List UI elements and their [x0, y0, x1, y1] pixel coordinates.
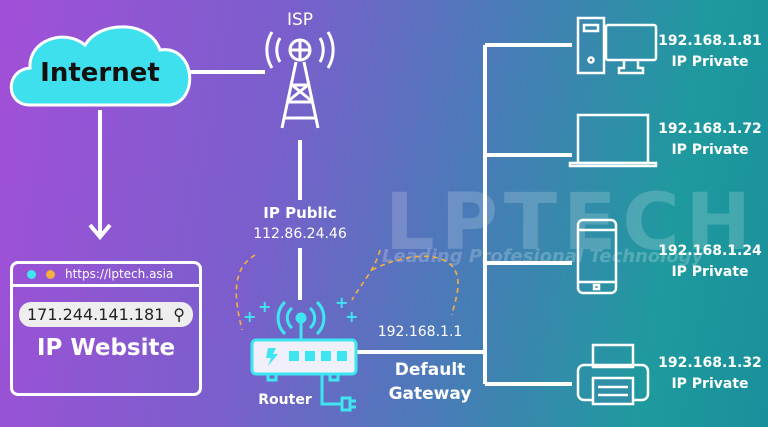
device-desktop: 192.168.1.81 IP Private: [655, 31, 765, 73]
phone-icon: [576, 218, 618, 295]
device-phone: 192.168.1.24 IP Private: [655, 241, 765, 283]
router-label: Router: [258, 392, 312, 408]
desktop-icon: [576, 16, 658, 75]
device-label: IP Private: [671, 264, 749, 280]
isp-label: ISP: [286, 10, 314, 30]
svg-text:+: +: [335, 293, 348, 312]
orange-dot-icon: [46, 269, 55, 279]
cyan-dot-icon: [27, 269, 36, 279]
device-label: IP Private: [671, 376, 749, 392]
internet-cloud-icon: [9, 25, 192, 107]
browser-address-bar: https://lptech.asia: [13, 264, 199, 287]
gateway-label-1: Default: [394, 360, 466, 380]
search-icon: ⚲: [173, 305, 185, 324]
device-label: IP Private: [671, 142, 749, 158]
ip-search-field: 171.244.141.181 ⚲: [19, 302, 193, 327]
gateway-ip: 192.168.1.1: [377, 324, 463, 340]
device-ip: 192.168.1.32: [658, 355, 762, 371]
router-icon: ++++: [243, 293, 358, 412]
isp-tower-icon: [265, 31, 335, 129]
device-ip: 192.168.1.24: [658, 243, 762, 259]
device-laptop: 192.168.1.72 IP Private: [655, 119, 765, 161]
svg-text:+: +: [345, 307, 358, 326]
laptop-icon: [568, 113, 658, 168]
watermark-tagline: Leading Profesional Technology: [382, 246, 704, 267]
ip-public-label: IP Public: [263, 204, 337, 222]
ip-website-label: IP Website: [36, 335, 176, 361]
device-ip: 192.168.1.72: [658, 121, 762, 137]
gateway-label-2: Gateway: [388, 384, 472, 404]
device-label: IP Private: [671, 54, 749, 70]
browser-url: https://lptech.asia: [65, 267, 174, 281]
device-ip: 192.168.1.81: [658, 33, 762, 49]
device-printer: 192.168.1.32 IP Private: [655, 353, 765, 395]
browser-window: https://lptech.asia 171.244.141.181 ⚲ IP…: [10, 261, 202, 396]
svg-text:+: +: [243, 307, 256, 326]
printer-icon: [576, 343, 650, 406]
ip-public-address: 112.86.24.46: [253, 226, 347, 242]
watermark-logo: LPTECH: [385, 178, 757, 268]
svg-text:+: +: [258, 297, 271, 316]
data-flow-arrows: [235, 249, 459, 331]
website-ip: 171.244.141.181: [27, 305, 165, 324]
internet-label: Internet: [40, 58, 160, 88]
